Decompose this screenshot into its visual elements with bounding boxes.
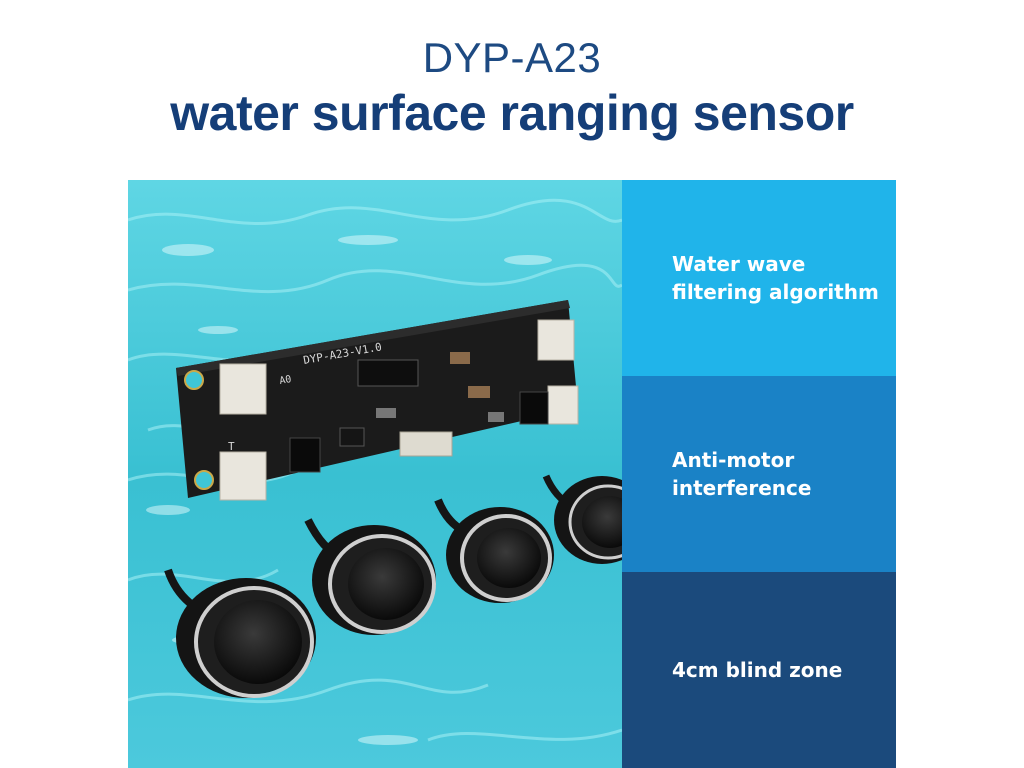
board-marker-a0: A0: [279, 374, 293, 387]
product-title: water surface ranging sensor: [170, 85, 854, 141]
feature-label: Water wave filtering algorithm: [672, 252, 879, 304]
sensor-illustration: DYP-A23-V1.0 A0 T: [128, 180, 622, 768]
ultrasonic-probe: [542, 474, 622, 564]
ultrasonic-probe: [164, 568, 316, 698]
feature-panel-wave-filter: Water wave filtering algorithm: [622, 180, 896, 376]
feature-panel-blind-zone: 4cm blind zone: [622, 572, 896, 768]
board-marker-t: T: [228, 440, 235, 453]
feature-label: 4cm blind zone: [672, 658, 843, 682]
feature-list: Water wave filtering algorithm Anti-moto…: [622, 180, 896, 768]
pcb-board: DYP-A23-V1.0 A0 T: [176, 300, 579, 501]
product-photo: DYP-A23-V1.0 A0 T: [128, 180, 622, 768]
ultrasonic-probe: [434, 498, 554, 603]
feature-label: Anti-motor interference: [672, 448, 812, 500]
feature-panel-anti-motor: Anti-motor interference: [622, 376, 896, 572]
ultrasonic-probe: [304, 518, 436, 635]
product-model: DYP-A23: [422, 34, 602, 81]
